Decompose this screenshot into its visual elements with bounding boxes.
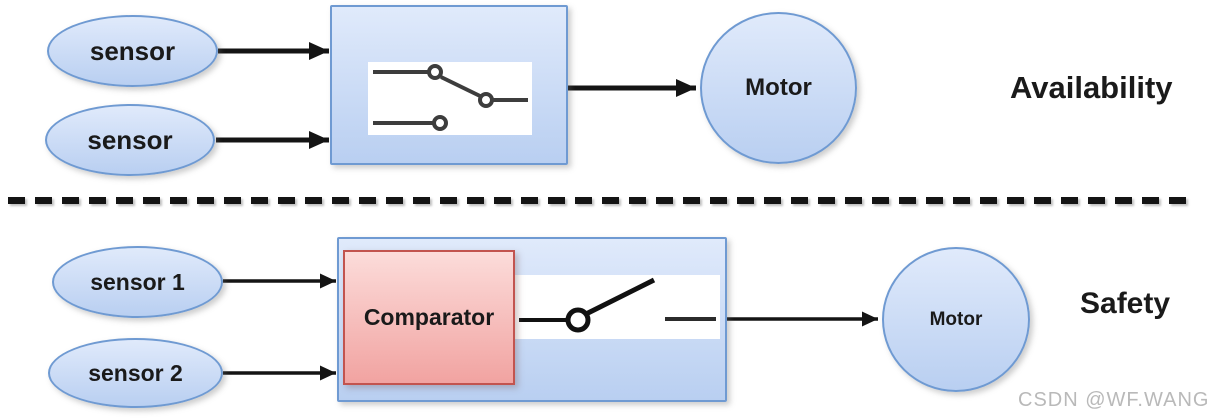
- selector-switch-icon: [373, 64, 528, 131]
- dashed-divider: [8, 197, 1190, 204]
- switch-inner-panel: [515, 275, 720, 339]
- motor-circle-safety: Motor: [882, 247, 1030, 392]
- switch-box-availability: [330, 5, 568, 165]
- sensor-label: sensor: [89, 35, 176, 66]
- switch-inner-panel: [368, 62, 532, 135]
- sensor-label: sensor: [87, 124, 173, 155]
- safety-box: Comparator: [337, 237, 727, 402]
- motor-circle-availability: Motor: [700, 12, 857, 164]
- sensor-ellipse-safety-1: sensor 1: [52, 246, 223, 318]
- comparator-label: Comparator: [363, 304, 495, 330]
- safety-label: Safety: [1080, 287, 1171, 320]
- comparator-box: Comparator: [343, 250, 515, 385]
- sensor-ellipse-safety-2: sensor 2: [48, 338, 223, 408]
- watermark: CSDN @WF.WANG: [1018, 389, 1210, 411]
- open-switch-icon: [519, 277, 716, 333]
- motor-label: Motor: [745, 74, 812, 101]
- sensor-label: sensor 1: [90, 268, 185, 295]
- availability-label: Availability: [1010, 70, 1173, 105]
- sensor-ellipse-availability-1: sensor: [47, 15, 218, 87]
- sensor-ellipse-availability-2: sensor: [45, 104, 215, 176]
- motor-label: Motor: [929, 308, 983, 330]
- sensor-label: sensor 2: [88, 359, 183, 386]
